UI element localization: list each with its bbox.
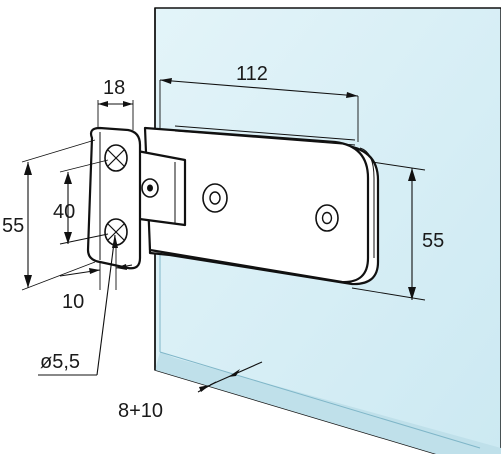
dim-hole-spacing: 40 xyxy=(53,159,109,245)
dim-hole-diameter-label: ø5,5 xyxy=(40,351,80,373)
dim-hole-diameter: ø5,5 xyxy=(38,234,118,376)
dim-clamp-height: 55 xyxy=(351,161,444,301)
dim-edge-offset: 10 xyxy=(59,246,133,313)
dim-length-label: 112 xyxy=(236,63,268,85)
wall-plate xyxy=(86,126,142,270)
dim-plate-height: 55 xyxy=(2,139,96,291)
dim-plate-width-label: 18 xyxy=(103,77,125,99)
dim-length: 112 xyxy=(159,63,359,142)
dim-edge-offset-label: 10 xyxy=(62,291,84,313)
dim-hole-spacing-label: 40 xyxy=(53,201,75,223)
dim-glass-thickness-label: 8+10 xyxy=(118,400,163,422)
glass-clamp xyxy=(143,125,380,286)
hinge-knuckle xyxy=(130,148,187,227)
clamp-screw-left xyxy=(202,183,228,213)
dim-glass-thickness: 8+10 xyxy=(118,361,263,422)
clamp-screw-right xyxy=(315,204,339,232)
dim-plate-width: 18 xyxy=(97,77,134,130)
dim-clamp-height-label: 55 xyxy=(422,230,444,252)
plate-hole-top xyxy=(104,144,128,172)
dim-plate-height-label: 55 xyxy=(2,215,24,237)
